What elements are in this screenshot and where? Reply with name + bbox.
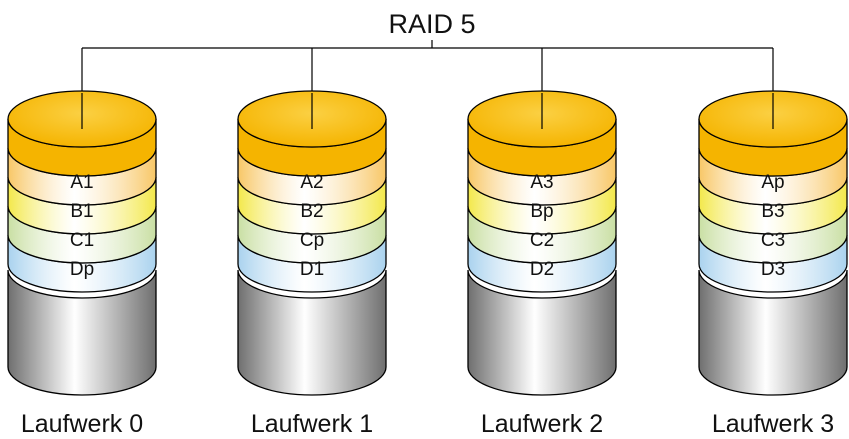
drive-base bbox=[698, 269, 848, 396]
drive-label: Laufwerk 1 bbox=[251, 410, 373, 438]
segment-label: C3 bbox=[761, 230, 785, 251]
segment-label: Cp bbox=[300, 230, 324, 251]
drive-base bbox=[237, 269, 387, 396]
connector-overlay bbox=[81, 93, 774, 129]
drive-label: Laufwerk 2 bbox=[481, 410, 603, 438]
drive-base bbox=[467, 269, 617, 396]
drive-label: Laufwerk 3 bbox=[712, 410, 834, 438]
segment-label: C1 bbox=[70, 230, 94, 251]
segment-label: B1 bbox=[70, 201, 93, 222]
segment-label: A2 bbox=[300, 172, 323, 193]
segment-label: B3 bbox=[761, 201, 784, 222]
segment-label: Dp bbox=[70, 259, 94, 280]
segment-label: Ap bbox=[761, 172, 784, 193]
segment-label: Bp bbox=[530, 201, 553, 222]
segment-label: A3 bbox=[530, 172, 553, 193]
drive-label: Laufwerk 0 bbox=[21, 410, 143, 438]
segment-label: C2 bbox=[530, 230, 554, 251]
segment-label: D3 bbox=[761, 259, 785, 280]
segment-label: A1 bbox=[70, 172, 93, 193]
segment-label: D2 bbox=[530, 259, 554, 280]
segment-label: B2 bbox=[300, 201, 323, 222]
segment-label: D1 bbox=[300, 259, 324, 280]
drive-base bbox=[7, 269, 157, 396]
connector-lines bbox=[81, 40, 774, 129]
diagram-title: RAID 5 bbox=[388, 9, 475, 39]
